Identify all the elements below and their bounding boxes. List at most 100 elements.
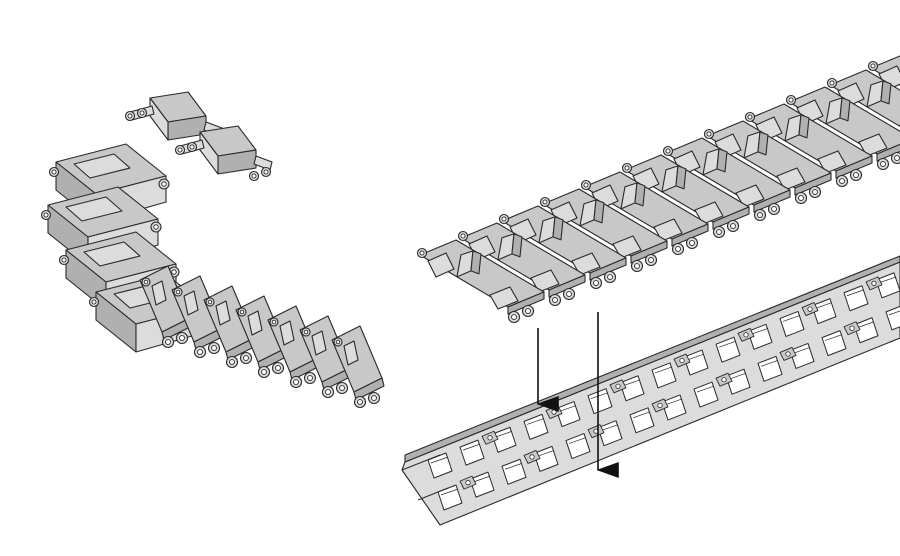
pin-hole: [239, 309, 245, 315]
pin-hole: [211, 345, 217, 351]
jig-socket: [843, 285, 869, 312]
link-side: [353, 377, 385, 401]
jig-socket: [683, 349, 709, 376]
pin-hole: [43, 212, 49, 218]
jig-socket: [811, 298, 837, 325]
socket-inner-edge: [792, 347, 811, 354]
pin-hole: [263, 169, 269, 175]
lug-hole: [465, 480, 471, 486]
pin-hole: [624, 165, 630, 171]
pin-hole: [171, 269, 177, 275]
pin-hole: [747, 114, 753, 120]
link-pad: [489, 286, 519, 310]
socket-inner-edge: [430, 456, 449, 464]
guide-horn: [343, 340, 359, 366]
pin-hole: [307, 375, 313, 381]
socket-inner-edge: [494, 430, 513, 438]
socket-inner-edge: [600, 424, 619, 431]
pin-hole: [501, 216, 507, 222]
jig-socket: [875, 272, 900, 299]
pin-hole: [593, 280, 599, 286]
jig-socket: [757, 355, 783, 382]
jig-socket: [523, 413, 549, 440]
socket-inner-edge: [558, 405, 577, 412]
track-link: [416, 239, 545, 324]
detached-track-links: [124, 91, 273, 182]
pin-hole: [175, 289, 181, 295]
track-guide-jig: [401, 255, 900, 526]
lug-hole: [487, 435, 493, 441]
pin-hole: [648, 257, 654, 263]
link-side: [671, 223, 709, 247]
guide-horn-side: [675, 165, 687, 190]
lug-hole: [871, 280, 877, 286]
pin-hole: [271, 319, 277, 325]
pin-hole: [61, 257, 67, 263]
socket-inner-edge: [536, 450, 555, 457]
guide-horn-side: [798, 114, 810, 139]
track-link: [621, 154, 750, 239]
pin-hole: [335, 339, 341, 345]
jig-socket: [491, 426, 517, 453]
socket-inner-edge: [632, 411, 651, 419]
socket-inner-edge: [856, 321, 875, 329]
pin-hole: [243, 355, 249, 361]
track-link: [539, 188, 668, 273]
guide-horn-side: [634, 182, 646, 207]
hinge-bar: [253, 155, 273, 171]
jig-socket: [715, 336, 741, 363]
jig-socket: [779, 310, 805, 337]
pin-hole: [689, 240, 695, 246]
pin-hole: [675, 246, 681, 252]
socket-inner-edge: [440, 488, 459, 496]
pin-hole: [798, 195, 804, 201]
pin-hole: [812, 189, 818, 195]
link-side: [630, 240, 668, 264]
socket-inner-edge: [750, 328, 769, 335]
detached-link: [174, 125, 273, 182]
guide-horn: [215, 300, 231, 326]
link-pad: [427, 252, 455, 278]
pin-hole: [716, 229, 722, 235]
pin-hole: [303, 329, 309, 335]
socket-inner-edge: [622, 379, 641, 387]
socket-inner-edge: [696, 385, 715, 393]
jig-socket: [747, 323, 773, 350]
lug-hole: [807, 306, 813, 312]
pin-hole: [51, 169, 57, 175]
lug-hole: [785, 351, 791, 357]
guide-horn-side: [880, 80, 892, 105]
link-side: [794, 172, 832, 196]
socket-inner-edge: [462, 443, 481, 451]
pin-hole: [165, 339, 171, 345]
socket-inner-edge: [526, 418, 545, 425]
socket-inner-edge: [590, 392, 609, 399]
jig-socket: [853, 317, 879, 344]
lug-hole: [657, 402, 663, 409]
guide-horn: [183, 290, 199, 316]
link-side: [835, 155, 873, 179]
jig-socket: [693, 381, 719, 408]
pin-hole: [771, 206, 777, 212]
track-link: [785, 86, 900, 171]
lug-hole: [551, 409, 557, 415]
pin-hole: [91, 299, 97, 305]
lug-hole: [529, 454, 535, 460]
pin-hole: [460, 233, 466, 239]
guide-horn-side: [716, 148, 728, 173]
curved-track-section: [40, 143, 385, 409]
jig-socket: [469, 471, 495, 498]
guide-horn-side: [839, 97, 851, 122]
socket-inner-edge: [888, 310, 900, 316]
socket-inner-edge: [728, 372, 747, 380]
track-link: [826, 69, 900, 128]
socket-inner-edge: [568, 437, 587, 444]
pin-hole: [706, 131, 712, 137]
jig-socket: [459, 439, 485, 466]
track-link: [457, 222, 586, 307]
curved-small-link: [203, 285, 257, 369]
track-link: [703, 120, 832, 205]
socket-inner-edge: [718, 340, 737, 348]
pin-hole: [371, 395, 377, 401]
link-pad: [73, 153, 131, 179]
